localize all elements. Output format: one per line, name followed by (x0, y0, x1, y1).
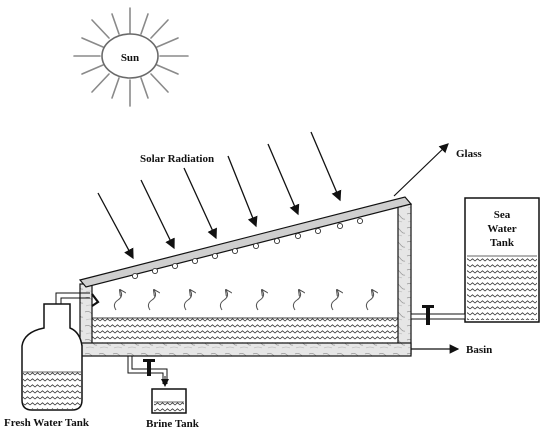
valve-icon (143, 359, 155, 376)
condensate-droplets (131, 217, 364, 280)
condensate-droplet-icon (314, 227, 322, 235)
basin-water (91, 317, 399, 344)
vapor-arrow-icon (219, 290, 227, 311)
condensate-droplet-icon (151, 267, 159, 275)
sea-water (467, 256, 537, 320)
sea-water-tank-label-line1: Sea (494, 209, 511, 221)
still-basin-floor (79, 342, 412, 357)
condensate-droplet-icon (171, 262, 179, 270)
condensate-droplet-icon (131, 272, 139, 280)
brine-tank-label: Brine Tank (146, 418, 200, 430)
condensate-droplet-icon (231, 247, 239, 255)
vapor-arrows (113, 290, 373, 311)
distillate-pipe (55, 292, 90, 305)
vapor-arrow-icon (365, 290, 373, 311)
condensate-droplet-icon (191, 257, 199, 265)
sea-water-tank (464, 197, 540, 323)
condensate-droplet-icon (336, 222, 344, 230)
sun-label: Sun (121, 52, 139, 64)
glass-pointer-arrow (393, 143, 449, 197)
sun-icon (73, 7, 189, 107)
condensate-droplet-icon (252, 242, 260, 250)
still-back-wall (397, 203, 412, 355)
vapor-arrow-icon (147, 290, 155, 311)
glass-cover (78, 196, 413, 288)
distillate-trough (91, 293, 100, 307)
radiation-arrow-4 (227, 155, 258, 228)
vapor-arrow-icon (255, 290, 263, 311)
vapor-arrow-icon (330, 290, 338, 311)
fresh-water-tank-label: Fresh Water Tank (4, 417, 90, 429)
condensate-droplet-icon (294, 232, 302, 240)
vapor-arrow-icon (183, 290, 191, 311)
radiation-arrow-1 (97, 192, 134, 260)
solar-radiation-arrows (97, 131, 342, 260)
condensate-droplet-icon (356, 217, 364, 225)
basin-label: Basin (466, 344, 492, 356)
solar-still-body (78, 196, 413, 357)
brine-tank (151, 388, 187, 414)
condensate-droplet-icon (273, 237, 281, 245)
feed-pipe (410, 313, 466, 320)
sea-water-tank-label-line2: Water (487, 223, 516, 235)
fresh-water-tank (21, 303, 83, 411)
radiation-arrow-2 (140, 179, 175, 250)
sea-water-tank-label-line3: Tank (490, 237, 515, 249)
valve-icon (422, 305, 434, 325)
solar-radiation-label: Solar Radiation (140, 153, 214, 165)
radiation-arrow-3 (183, 167, 217, 240)
vapor-arrow-icon (113, 290, 121, 311)
condensate-droplet-icon (211, 252, 219, 260)
radiation-arrow-5 (267, 143, 300, 216)
vapor-arrow-icon (292, 290, 300, 311)
radiation-arrow-6 (310, 131, 342, 202)
glass-label: Glass (456, 148, 482, 160)
